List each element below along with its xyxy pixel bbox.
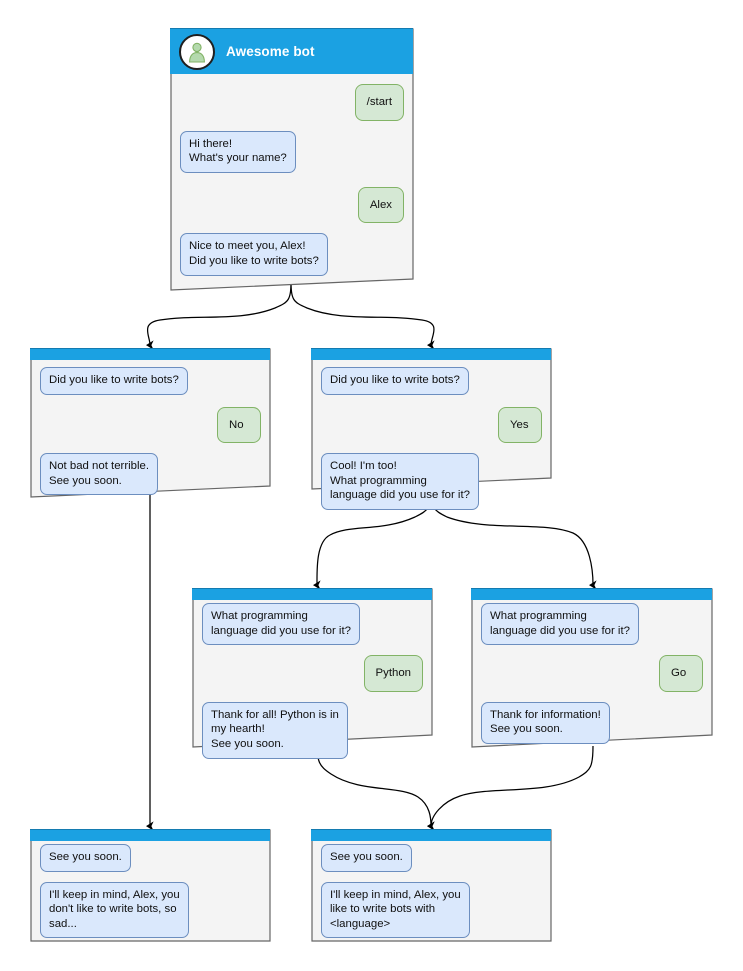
node-answer-no[interactable]: Did you like to write bots? No Not bad n… — [30, 348, 271, 498]
chat-titlebar — [30, 829, 270, 841]
message-list: See you soon. I'll keep in mind, Alex, y… — [30, 844, 271, 948]
bot-message-bubble[interactable]: Not bad not terrible. See you soon. — [40, 453, 159, 496]
message-row: /start — [180, 84, 404, 121]
message-row: Hi there! What's your name? — [180, 130, 404, 173]
bot-message-bubble[interactable]: What programming language did you use fo… — [481, 603, 639, 646]
node-language-go[interactable]: What programming language did you use fo… — [471, 588, 713, 748]
bot-message-bubble[interactable]: Thank for information! See you soon. — [481, 701, 610, 744]
bot-name-label: Awesome bot — [226, 44, 315, 59]
message-row: Cool! I'm too! What programming language… — [321, 453, 542, 510]
user-message-bubble[interactable]: Go — [659, 655, 703, 692]
person-icon — [189, 42, 205, 63]
chat-titlebar — [30, 348, 270, 360]
bot-message-bubble[interactable]: Did you like to write bots? — [40, 367, 188, 395]
message-list: What programming language did you use fo… — [192, 603, 433, 769]
message-list: What programming language did you use fo… — [471, 603, 713, 754]
user-message-bubble[interactable]: Alex — [357, 186, 404, 224]
edge-go-to-end-happy — [426, 745, 594, 831]
chat-titlebar — [311, 829, 551, 841]
bot-message-bubble[interactable]: Did you like to write bots? — [321, 367, 469, 395]
chat-titlebar: Awesome bot — [170, 28, 413, 74]
chat-titlebar — [471, 588, 712, 600]
message-row: Did you like to write bots? — [321, 367, 542, 395]
message-row: Alex — [180, 186, 404, 224]
message-list: See you soon. I'll keep in mind, Alex, y… — [311, 844, 552, 948]
message-row: I'll keep in mind, Alex, you like to wri… — [321, 881, 542, 939]
bot-message-bubble[interactable]: See you soon. — [321, 844, 412, 872]
bot-message-bubble[interactable]: See you soon. — [40, 844, 131, 872]
avatar — [179, 33, 215, 70]
message-row: See you soon. — [321, 844, 542, 872]
message-row: Thank for information! See you soon. — [481, 701, 703, 744]
bot-message-bubble[interactable]: Nice to meet you, Alex! Did you like to … — [180, 233, 328, 276]
bot-message-bubble[interactable]: What programming language did you use fo… — [202, 603, 360, 646]
message-row: Did you like to write bots? — [40, 367, 261, 395]
message-list: /start Hi there! What's your name? Alex … — [170, 84, 414, 286]
node-end-sad[interactable]: See you soon. I'll keep in mind, Alex, y… — [30, 829, 271, 942]
message-row: Not bad not terrible. See you soon. — [40, 453, 261, 496]
node-answer-yes[interactable]: Did you like to write bots? Yes Cool! I'… — [311, 348, 552, 510]
message-row: Yes — [321, 406, 542, 444]
message-row: Thank for all! Python is in my hearth! S… — [202, 701, 423, 759]
bot-message-bubble[interactable]: I'll keep in mind, Alex, you don't like … — [40, 881, 189, 939]
node-language-python[interactable]: What programming language did you use fo… — [192, 588, 433, 759]
user-message-bubble[interactable]: Python — [363, 655, 423, 692]
message-row: Nice to meet you, Alex! Did you like to … — [180, 233, 404, 276]
message-row: What programming language did you use fo… — [481, 603, 703, 646]
message-row: Go — [481, 655, 703, 692]
node-start-conversation[interactable]: Awesome bot /start Hi there! What's your… — [170, 28, 414, 291]
bot-message-bubble[interactable]: Hi there! What's your name? — [180, 130, 296, 173]
user-message-bubble[interactable]: Yes — [498, 406, 542, 444]
message-row: Python — [202, 655, 423, 692]
message-row: See you soon. — [40, 844, 261, 872]
message-row: I'll keep in mind, Alex, you don't like … — [40, 881, 261, 939]
chat-titlebar — [311, 348, 551, 360]
message-row: What programming language did you use fo… — [202, 603, 423, 646]
user-message-bubble[interactable]: /start — [354, 84, 404, 121]
chat-titlebar — [192, 588, 432, 600]
message-row: No — [40, 406, 261, 444]
bot-message-bubble[interactable]: I'll keep in mind, Alex, you like to wri… — [321, 881, 470, 939]
user-message-bubble[interactable]: No — [217, 406, 261, 444]
message-list: Did you like to write bots? No Not bad n… — [30, 367, 271, 505]
node-end-happy[interactable]: See you soon. I'll keep in mind, Alex, y… — [311, 829, 552, 942]
bot-message-bubble[interactable]: Cool! I'm too! What programming language… — [321, 453, 479, 510]
bot-message-bubble[interactable]: Thank for all! Python is in my hearth! S… — [202, 701, 348, 759]
message-list: Did you like to write bots? Yes Cool! I'… — [311, 367, 552, 520]
